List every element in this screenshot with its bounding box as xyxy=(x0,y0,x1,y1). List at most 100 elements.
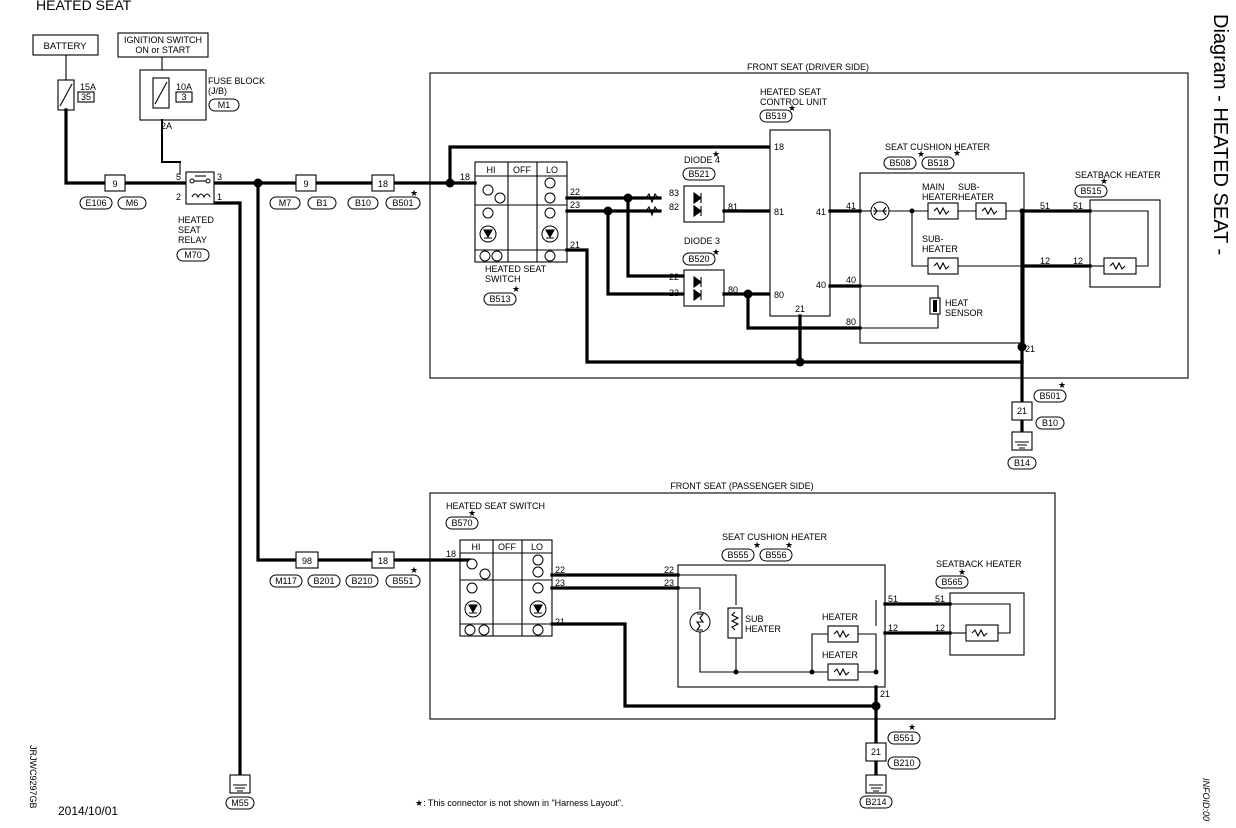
svg-text:12: 12 xyxy=(935,623,945,633)
svg-text:12: 12 xyxy=(1040,256,1050,266)
svg-text:SENSOR: SENSOR xyxy=(945,308,984,318)
svg-text:FUSE BLOCK: FUSE BLOCK xyxy=(208,76,265,86)
svg-text:80: 80 xyxy=(774,290,784,300)
svg-text:M70: M70 xyxy=(184,250,202,260)
svg-text:B565: B565 xyxy=(941,577,962,587)
svg-text:B214: B214 xyxy=(865,797,886,807)
svg-text:SUB-: SUB- xyxy=(958,182,980,192)
svg-text:HI: HI xyxy=(487,165,496,175)
svg-text:★: ★ xyxy=(410,188,418,198)
svg-text:21: 21 xyxy=(1025,344,1035,354)
svg-text:22: 22 xyxy=(664,565,674,575)
svg-text:HEATER: HEATER xyxy=(822,650,858,660)
diode-4: DIODE 4 ★ B521 83 82 xyxy=(645,149,725,223)
driver-heated-seat-switch: HI OFF LO HEATED SEAT SWITCH B513 ★ xyxy=(474,161,568,306)
left-code: JRJWC9297GB xyxy=(28,745,38,809)
svg-text:CONTROL UNIT: CONTROL UNIT xyxy=(760,97,828,107)
svg-text:OFF: OFF xyxy=(498,542,516,552)
svg-text:(J/B): (J/B) xyxy=(208,86,227,96)
svg-text:SEAT CUSHION HEATER: SEAT CUSHION HEATER xyxy=(722,532,828,542)
svg-text:★: ★ xyxy=(908,722,916,732)
svg-text:21: 21 xyxy=(1017,406,1027,416)
svg-text:HEATER: HEATER xyxy=(922,192,958,202)
svg-text:SUB-: SUB- xyxy=(922,234,944,244)
svg-text:M7: M7 xyxy=(279,198,292,208)
power-supply: BATTERY IGNITION SWITCH ON or START 15A … xyxy=(32,32,265,131)
footer-date: 2014/10/01 xyxy=(58,804,118,818)
svg-text:22: 22 xyxy=(669,272,679,282)
svg-text:B521: B521 xyxy=(688,169,709,179)
svg-text:B520: B520 xyxy=(688,254,709,264)
svg-text:41: 41 xyxy=(846,201,856,211)
svg-text:★: ★ xyxy=(1100,176,1108,186)
svg-text:★: ★ xyxy=(468,508,476,518)
svg-text:12: 12 xyxy=(888,623,898,633)
svg-text:80: 80 xyxy=(728,285,738,295)
svg-text:18: 18 xyxy=(460,172,470,182)
svg-text:35: 35 xyxy=(81,92,91,102)
svg-text:M55: M55 xyxy=(231,798,249,808)
svg-text:M117: M117 xyxy=(275,576,297,586)
svg-text:SEATBACK HEATER: SEATBACK HEATER xyxy=(936,559,1022,569)
svg-text:B518: B518 xyxy=(927,158,948,168)
diode-3: DIODE 3 ★ B520 22 23 xyxy=(669,236,725,307)
svg-text:B14: B14 xyxy=(1014,458,1030,468)
svg-text:B570: B570 xyxy=(451,518,472,528)
page-title: HEATED SEAT xyxy=(36,0,132,13)
svg-text:81: 81 xyxy=(774,207,784,217)
svg-text:HEATER: HEATER xyxy=(958,192,994,202)
svg-text:★: ★ xyxy=(958,567,966,577)
svg-text:15A: 15A xyxy=(80,82,96,92)
svg-text:21: 21 xyxy=(570,240,580,250)
svg-text:HEATER: HEATER xyxy=(922,244,958,254)
svg-text:18: 18 xyxy=(378,179,388,189)
svg-text:★: ★ xyxy=(785,540,793,550)
svg-text:23: 23 xyxy=(664,578,674,588)
svg-text:B10: B10 xyxy=(1042,418,1058,428)
svg-text:M1: M1 xyxy=(218,100,231,110)
svg-text:22: 22 xyxy=(555,565,565,575)
svg-text:3: 3 xyxy=(181,92,186,102)
svg-text:B501: B501 xyxy=(392,198,413,208)
svg-text:B508: B508 xyxy=(889,158,910,168)
svg-text:LO: LO xyxy=(531,542,543,552)
svg-text:HEATED SEAT: HEATED SEAT xyxy=(760,87,822,97)
svg-text:★: ★ xyxy=(953,148,961,158)
battery-label: BATTERY xyxy=(44,41,88,52)
passenger-heated-seat-switch: HEATED SEAT SWITCH ★ B570 HI OFF LO xyxy=(445,501,553,637)
svg-text:80: 80 xyxy=(846,317,856,327)
heated-seat-relay: 5 3 2 1 HEATED SEAT RELAY M70 xyxy=(176,171,222,262)
svg-text:B551: B551 xyxy=(893,733,914,743)
ignition-label-1: IGNITION SWITCH xyxy=(124,35,202,45)
svg-text:HEATED SEAT SWITCH: HEATED SEAT SWITCH xyxy=(446,501,545,511)
svg-text:SEATBACK HEATER: SEATBACK HEATER xyxy=(1075,170,1161,180)
svg-text:FRONT SEAT (DRIVER SIDE): FRONT SEAT (DRIVER SIDE) xyxy=(747,62,869,72)
harness-wires xyxy=(64,108,772,782)
driver-side-frame: FRONT SEAT (DRIVER SIDE) HI OFF LO HEATE… xyxy=(429,62,1189,470)
svg-text:HEATER: HEATER xyxy=(745,624,781,634)
ground-m55: M55 xyxy=(225,774,255,810)
svg-text:23: 23 xyxy=(669,288,679,298)
svg-text:9: 9 xyxy=(303,179,308,189)
svg-text:RELAY: RELAY xyxy=(178,235,207,245)
svg-text:HEATED SEAT: HEATED SEAT xyxy=(485,264,547,274)
passenger-ground: ★ B551 21 B210 B214 xyxy=(859,704,921,809)
svg-text:B210: B210 xyxy=(893,758,914,768)
svg-text:18: 18 xyxy=(378,556,388,566)
svg-text:21: 21 xyxy=(795,304,805,314)
fuse-10a xyxy=(152,77,170,109)
svg-text:★: ★ xyxy=(410,565,418,575)
svg-text:3: 3 xyxy=(217,172,222,182)
svg-text:HI: HI xyxy=(472,542,481,552)
svg-text:MAIN: MAIN xyxy=(922,182,945,192)
svg-text:21: 21 xyxy=(871,747,881,757)
svg-text:82: 82 xyxy=(669,202,679,212)
ignition-label-2: ON or START xyxy=(135,45,191,55)
svg-text:SUB: SUB xyxy=(745,614,764,624)
svg-text:10A: 10A xyxy=(176,82,192,92)
fuse-block xyxy=(139,69,207,121)
svg-text:5: 5 xyxy=(176,172,181,182)
svg-text:E106: E106 xyxy=(85,198,106,208)
passenger-side-frame: FRONT SEAT (PASSENGER SIDE) 98 M117 B201… xyxy=(269,481,1056,809)
